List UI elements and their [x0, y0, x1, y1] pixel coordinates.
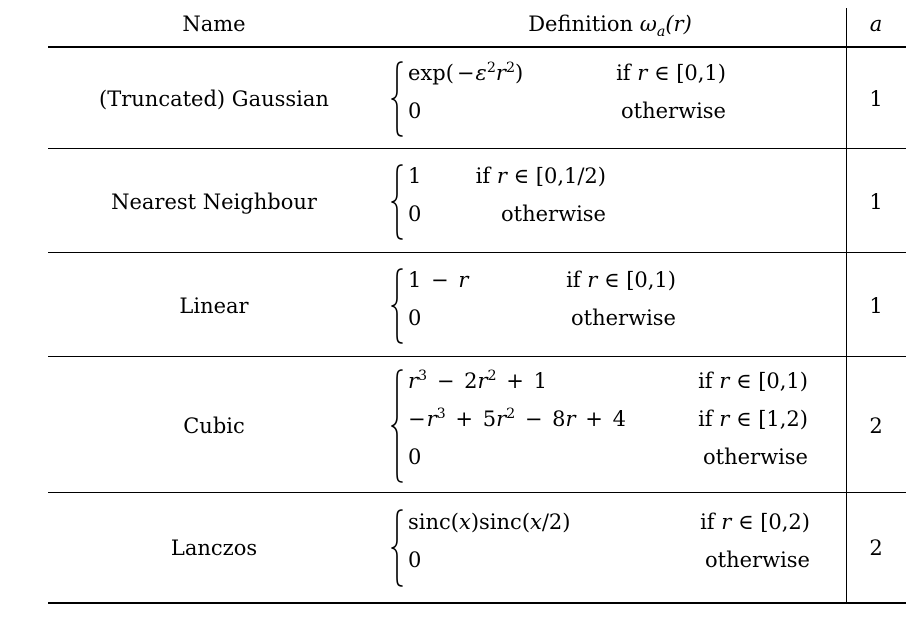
table-row: Lanczos sinc(x)sinc(x/2) if r ∈ [0,2) 0 …	[48, 497, 906, 599]
case-expression: 0	[408, 445, 422, 469]
case-expression: 1	[408, 164, 422, 188]
table-header-row: Name Definition ωa(r) a	[48, 6, 906, 42]
case-line: 0 otherwise	[408, 202, 606, 240]
table-top-rule	[48, 46, 906, 48]
case-line: 1 − r if r ∈ [0,1)	[408, 268, 676, 306]
omega-argument: (r)	[665, 12, 692, 36]
case-condition: if r ∈ [0,1)	[698, 369, 808, 393]
row-a-value: 1	[869, 294, 883, 318]
case-line: exp(−ε2r2) if r ∈ [0,1)	[408, 61, 726, 99]
row-name: (Truncated) Gaussian	[99, 86, 329, 111]
case-expression: exp(−ε2r2)	[408, 60, 524, 85]
case-expression: 0	[408, 306, 422, 330]
row-a-value: 2	[869, 414, 883, 438]
case-condition: otherwise	[705, 548, 810, 572]
row-definition: r3 − 2r2 + 1 if r ∈ [0,1) −r3 + 5r2 − 8r…	[380, 369, 846, 483]
row-name: Cubic	[183, 413, 245, 438]
column-header-definition: Definition ωa(r)	[380, 12, 846, 39]
case-line: sinc(x)sinc(x/2) if r ∈ [0,2)	[408, 510, 810, 548]
row-a-value: 1	[869, 190, 883, 214]
case-brace-icon	[390, 509, 404, 587]
case-expression: sinc(x)sinc(x/2)	[408, 510, 571, 534]
row-definition: 1 − r if r ∈ [0,1) 0 otherwise	[380, 268, 846, 344]
case-expression: 0	[408, 202, 422, 226]
table-inner-rule-1	[48, 148, 906, 149]
column-header-name: Name	[182, 11, 246, 36]
case-line: 0 otherwise	[408, 548, 810, 586]
row-name: Linear	[179, 293, 249, 318]
row-definition: 1 if r ∈ [0,1/2) 0 otherwise	[380, 164, 846, 240]
case-line: r3 − 2r2 + 1 if r ∈ [0,1)	[408, 369, 808, 407]
case-condition: if r ∈ [0,1)	[616, 61, 726, 85]
case-line: 1 if r ∈ [0,1/2)	[408, 164, 606, 202]
case-line: 0 otherwise	[408, 306, 676, 344]
row-a-value: 2	[869, 536, 883, 560]
case-expression: 0	[408, 99, 422, 123]
row-definition: sinc(x)sinc(x/2) if r ∈ [0,2) 0 otherwis…	[380, 509, 846, 587]
case-condition: if r ∈ [1,2)	[698, 407, 808, 431]
case-expression: r3 − 2r2 + 1	[408, 368, 547, 393]
column-header-a: a	[869, 12, 883, 36]
table-row: Nearest Neighbour 1 if r ∈ [0,1/2) 0 oth…	[48, 153, 906, 251]
table-inner-rule-3	[48, 356, 906, 357]
case-condition: otherwise	[501, 202, 606, 226]
case-brace-icon	[390, 268, 404, 344]
column-header-definition-text: Definition	[528, 12, 634, 36]
case-condition: otherwise	[621, 99, 726, 123]
table-row: Cubic r3 − 2r2 + 1 if r ∈ [0,1) −r3 + 5r…	[48, 361, 906, 491]
case-line: −r3 + 5r2 − 8r + 4 if r ∈ [1,2)	[408, 407, 808, 445]
row-name: Lanczos	[170, 535, 258, 560]
case-expression: 1 − r	[408, 268, 469, 292]
table-row: Linear 1 − r if r ∈ [0,1) 0 otherwise	[48, 257, 906, 355]
case-condition: if r ∈ [0,1/2)	[475, 164, 606, 188]
case-expression: −r3 + 5r2 − 8r + 4	[408, 406, 626, 431]
case-brace-icon	[390, 61, 404, 137]
case-line: 0 otherwise	[408, 445, 808, 483]
omega-subscript: a	[656, 24, 666, 41]
row-definition: exp(−ε2r2) if r ∈ [0,1) 0 otherwise	[380, 61, 846, 137]
case-condition: if r ∈ [0,1)	[566, 268, 676, 292]
column-separator-vertical-rule	[846, 8, 848, 603]
case-condition: otherwise	[703, 445, 808, 469]
table-row: (Truncated) Gaussian exp(−ε2r2) if r ∈ […	[48, 51, 906, 147]
omega-symbol: ω	[639, 12, 657, 36]
case-brace-icon	[390, 164, 404, 240]
table-inner-rule-2	[48, 252, 906, 253]
case-condition: if r ∈ [0,2)	[700, 510, 810, 534]
case-condition: otherwise	[571, 306, 676, 330]
table-bottom-rule	[48, 602, 906, 604]
row-a-value: 1	[869, 87, 883, 111]
case-expression: 0	[408, 548, 422, 572]
row-name: Nearest Neighbour	[111, 189, 317, 214]
case-line: 0 otherwise	[408, 99, 726, 137]
case-brace-icon	[390, 369, 404, 483]
table-inner-rule-4	[48, 492, 906, 493]
